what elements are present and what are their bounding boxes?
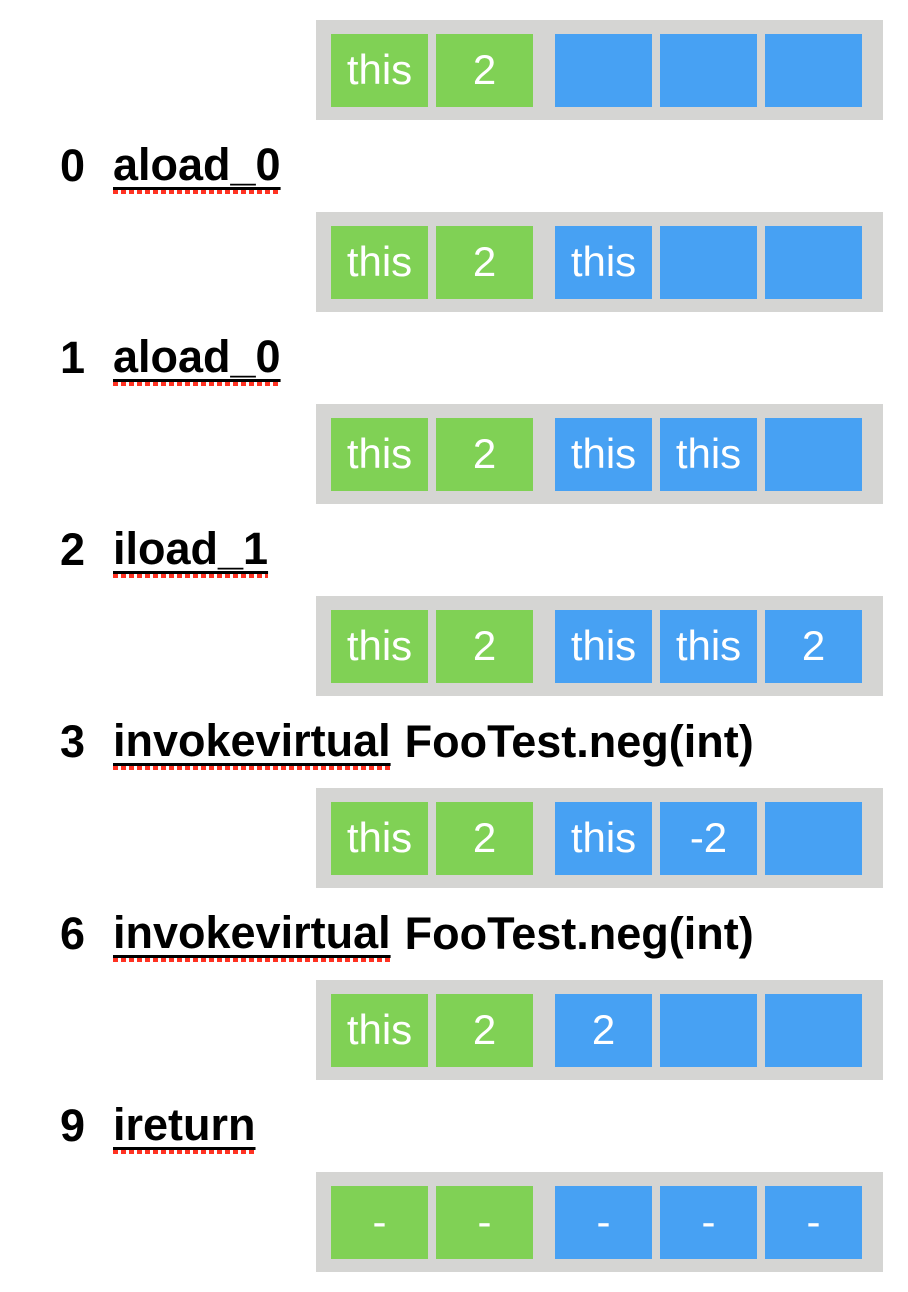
local-variables-group: this 2 [331,417,533,491]
frame-state-bar-4: this 2 this -2 [316,788,883,888]
local-variables-group: - - [331,1185,533,1259]
frame-state-bar-3: this 2 this this 2 [316,596,883,696]
local-slot: - [331,1185,428,1259]
mnemonic: invokevirtual [113,906,391,958]
operand-stack-group [555,33,862,107]
stack-slot [765,993,862,1067]
local-variables-group: this 2 [331,801,533,875]
local-variables-group: this 2 [331,225,533,299]
mnemonic-underline: ireturn [113,1098,256,1154]
stack-slot: -2 [660,801,757,875]
stack-slot [765,417,862,491]
stack-slot: this [555,801,652,875]
local-slot: - [436,1185,533,1259]
stack-slot: this [660,417,757,491]
stack-slot [765,33,862,107]
frame-cells: this 2 this -2 [331,801,862,875]
bytecode-offset: 3 [60,716,86,767]
frame-state-bar-0: this 2 [316,20,883,120]
local-slot: 2 [436,801,533,875]
local-slot: this [331,417,428,491]
local-variables-group: this 2 [331,33,533,107]
instruction-line-1: 1 aload_0 [0,312,908,404]
bytecode-offset: 0 [60,140,86,191]
frame-state-bar-6: - - - - - [316,1172,883,1272]
mnemonic-underline: invokevirtual [113,714,391,770]
stack-slot [660,993,757,1067]
local-slot: this [331,609,428,683]
local-slot: this [331,225,428,299]
frame-cells: - - - - - [331,1185,862,1259]
stack-slot: - [660,1185,757,1259]
mnemonic: aload_0 [113,138,281,190]
mnemonic: iload_1 [113,522,269,574]
operand-stack-group: 2 [555,993,862,1067]
operand-stack-group: this this 2 [555,609,862,683]
frame-state-bar-5: this 2 2 [316,980,883,1080]
mnemonic-underline: iload_1 [113,522,269,578]
frame-cells: this 2 2 [331,993,862,1067]
mnemonic-underline: aload_0 [113,330,281,386]
operand-stack-group: this -2 [555,801,862,875]
local-slot: this [331,993,428,1067]
frame-state-bar-1: this 2 this [316,212,883,312]
bytecode-offset: 6 [60,908,86,959]
operand-stack-group: this [555,225,862,299]
stack-slot: 2 [765,609,862,683]
local-slot: 2 [436,225,533,299]
local-slot: 2 [436,609,533,683]
operand-stack-group: - - - [555,1185,862,1259]
local-slot: this [331,33,428,107]
frame-cells: this 2 this this [331,417,862,491]
stack-slot [555,33,652,107]
local-variables-group: this 2 [331,609,533,683]
stack-slot [660,225,757,299]
stack-slot [765,801,862,875]
stack-slot [660,33,757,107]
instruction-line-3: 3 invokevirtual FooTest.neg(int) [0,696,908,788]
operand: FooTest.neg(int) [404,908,754,959]
local-slot: this [331,801,428,875]
frame-cells: this 2 this [331,225,862,299]
operand-stack-group: this this [555,417,862,491]
frame-cells: this 2 [331,33,862,107]
stack-slot [765,225,862,299]
bytecode-offset: 9 [60,1100,86,1151]
frame-cells: this 2 this this 2 [331,609,862,683]
local-slot: 2 [436,417,533,491]
instruction-line-0: 0 aload_0 [0,120,908,212]
instruction-line-4: 6 invokevirtual FooTest.neg(int) [0,888,908,980]
operand: FooTest.neg(int) [404,716,754,767]
stack-slot: this [660,609,757,683]
mnemonic-underline: invokevirtual [113,906,391,962]
bytecode-offset: 1 [60,332,86,383]
instruction-line-5: 9 ireturn [0,1080,908,1172]
stack-slot: this [555,417,652,491]
stack-slot: - [555,1185,652,1259]
bytecode-offset: 2 [60,524,86,575]
local-variables-group: this 2 [331,993,533,1067]
mnemonic-underline: aload_0 [113,138,281,194]
mnemonic: aload_0 [113,330,281,382]
local-slot: 2 [436,33,533,107]
stack-slot: this [555,609,652,683]
stack-slot: 2 [555,993,652,1067]
mnemonic: invokevirtual [113,714,391,766]
stack-slot: - [765,1185,862,1259]
instruction-line-2: 2 iload_1 [0,504,908,596]
stack-slot: this [555,225,652,299]
mnemonic: ireturn [113,1098,256,1150]
frame-state-bar-2: this 2 this this [316,404,883,504]
local-slot: 2 [436,993,533,1067]
